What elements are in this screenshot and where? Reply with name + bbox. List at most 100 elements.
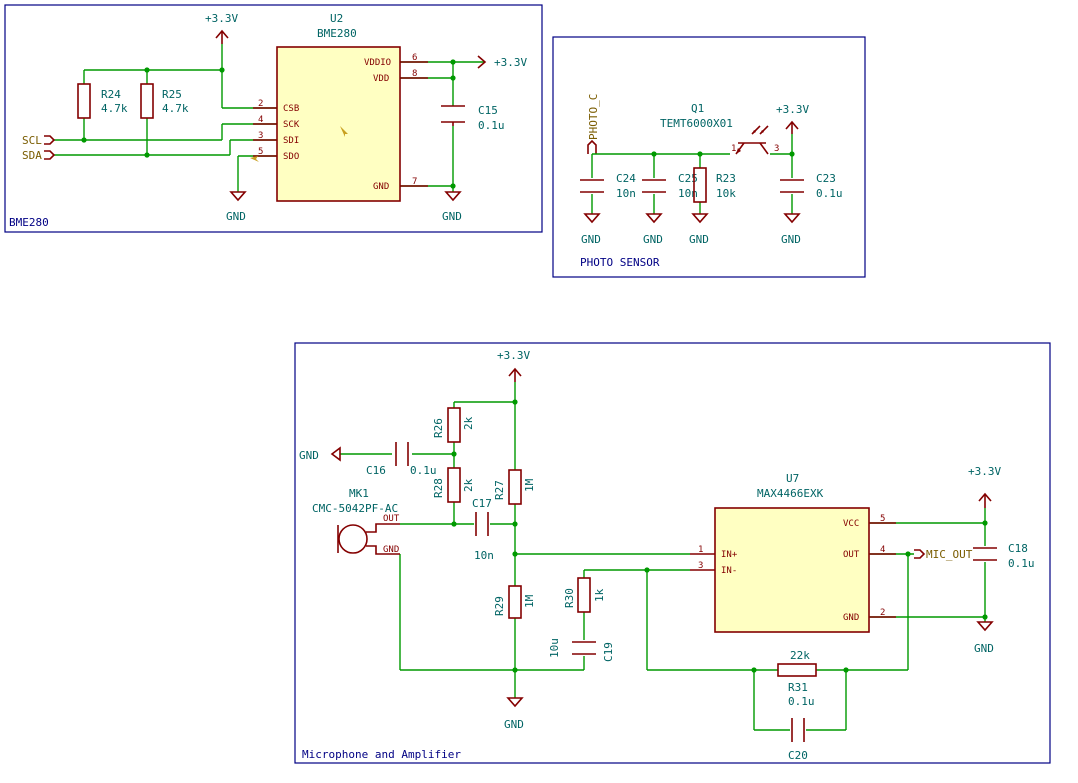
- svg-text:0.1u: 0.1u: [788, 695, 815, 708]
- svg-text:+3.3V: +3.3V: [497, 349, 530, 362]
- svg-text:0.1u: 0.1u: [410, 464, 437, 477]
- svg-text:0.1u: 0.1u: [816, 187, 843, 200]
- svg-text:8: 8: [412, 69, 417, 79]
- microphone-mk1[interactable]: MK1 CMC-5042PF-AC OUT GND: [312, 487, 400, 555]
- svg-text:C18: C18: [1008, 542, 1028, 555]
- svg-text:IN+: IN+: [721, 550, 738, 560]
- gnd-c15: GND: [442, 191, 462, 223]
- svg-text:GND: GND: [383, 545, 399, 555]
- svg-text:C17: C17: [472, 497, 492, 510]
- label-scl: SCL: [22, 134, 56, 147]
- svg-text:1: 1: [731, 144, 736, 154]
- capacitor-c18[interactable]: C18 0.1u: [973, 542, 1035, 570]
- svg-text:GND: GND: [226, 210, 246, 223]
- svg-text:GND: GND: [974, 642, 994, 655]
- capacitor-c24[interactable]: C24 10n: [580, 172, 636, 200]
- svg-text:GND: GND: [504, 718, 524, 731]
- svg-text:GND: GND: [442, 210, 462, 223]
- capacitor-c19[interactable]: C19 10u: [548, 638, 615, 662]
- gnd-c18: GND: [974, 621, 994, 655]
- svg-text:C19: C19: [602, 642, 615, 662]
- svg-text:TEMT6000X01: TEMT6000X01: [660, 117, 733, 130]
- svg-text:10n: 10n: [474, 549, 494, 562]
- svg-text:R28: R28: [432, 478, 445, 498]
- svg-text:10n: 10n: [616, 187, 636, 200]
- svg-text:R23: R23: [716, 172, 736, 185]
- capacitor-c17[interactable]: C17 10n: [472, 497, 494, 562]
- svg-text:2k: 2k: [462, 416, 475, 430]
- resistor-r23[interactable]: R23 10k: [693, 167, 736, 203]
- svg-text:C23: C23: [816, 172, 836, 185]
- cursor-marker-icon: [250, 126, 348, 162]
- svg-text:R30: R30: [563, 588, 576, 608]
- svg-text:2k: 2k: [462, 478, 475, 492]
- svg-text:SDA: SDA: [22, 149, 42, 162]
- svg-text:GND: GND: [843, 613, 859, 623]
- svg-text:10n: 10n: [678, 187, 698, 200]
- svg-text:3: 3: [698, 561, 703, 571]
- svg-text:IN-: IN-: [721, 566, 737, 576]
- svg-text:GND: GND: [689, 233, 709, 246]
- svg-text:GND: GND: [781, 233, 801, 246]
- svg-text:R29: R29: [493, 596, 506, 616]
- capacitor-c23[interactable]: C23 0.1u: [780, 172, 843, 200]
- label-mic-out: MIC_OUT: [914, 548, 973, 561]
- capacitor-c15[interactable]: C15 0.1u: [441, 104, 505, 132]
- frame-label-photo-sensor: PHOTO SENSOR: [580, 256, 660, 269]
- label-photo-c: PHOTO_C: [587, 94, 600, 154]
- photo-wires: [591, 134, 793, 214]
- svg-text:+3.3V: +3.3V: [968, 465, 1001, 478]
- frame-label-bme280: BME280: [9, 216, 49, 229]
- svg-text:U2: U2: [330, 12, 343, 25]
- svg-text:0.1u: 0.1u: [1008, 557, 1035, 570]
- bme-junctions: [81, 59, 456, 189]
- svg-text:R26: R26: [432, 418, 445, 438]
- resistor-r29[interactable]: R29 1M: [493, 585, 536, 619]
- svg-text:4.7k: 4.7k: [162, 102, 189, 115]
- power-3v3-bme: +3.3V: [205, 12, 238, 44]
- resistor-r25[interactable]: R25 4.7k: [140, 83, 189, 119]
- svg-text:SDI: SDI: [283, 136, 299, 146]
- svg-text:VDDIO: VDDIO: [364, 58, 391, 68]
- svg-text:10k: 10k: [716, 187, 736, 200]
- svg-text:OUT: OUT: [383, 514, 400, 524]
- resistor-r24[interactable]: R24 4.7k: [77, 83, 128, 119]
- svg-text:0.1u: 0.1u: [478, 119, 505, 132]
- svg-text:MAX4466EXK: MAX4466EXK: [757, 487, 824, 500]
- power-3v3-mic: +3.3V: [497, 349, 530, 382]
- svg-text:C24: C24: [616, 172, 636, 185]
- svg-text:R24: R24: [101, 88, 121, 101]
- svg-text:1M: 1M: [523, 478, 536, 492]
- photo-junctions: [651, 151, 795, 157]
- bme-wires: [54, 44, 485, 192]
- phototransistor-q1[interactable]: Q1 TEMT6000X01 1 3: [660, 102, 779, 155]
- capacitor-c25[interactable]: C25 10n: [642, 172, 698, 200]
- svg-text:10u: 10u: [548, 638, 561, 658]
- svg-text:PHOTO_C: PHOTO_C: [587, 94, 600, 140]
- svg-text:5: 5: [258, 147, 263, 157]
- svg-text:2: 2: [258, 99, 263, 109]
- svg-text:VDD: VDD: [373, 74, 389, 84]
- svg-text:SCK: SCK: [283, 120, 300, 130]
- capacitor-c16[interactable]: C16 0.1u: [366, 442, 437, 477]
- ic-u7-max4466[interactable]: U7 MAX4466EXK 1 3 IN+ IN- 5 4 2 VCC OUT …: [690, 472, 896, 633]
- mic-junctions: [451, 399, 988, 673]
- resistor-r30[interactable]: R30 1k: [563, 577, 606, 613]
- svg-text:C25: C25: [678, 172, 698, 185]
- ic-u2-bme280[interactable]: U2 BME280 2 4 3 5 CSB SCK SDI SDO 6 8 7 …: [253, 12, 428, 202]
- svg-text:+3.3V: +3.3V: [494, 56, 527, 69]
- svg-text:SDO: SDO: [283, 152, 299, 162]
- resistor-r28[interactable]: R28 2k: [432, 467, 475, 503]
- resistor-r31[interactable]: 22k R31: [777, 649, 817, 694]
- resistor-r27[interactable]: R27 1M: [493, 469, 536, 505]
- svg-text:BME280: BME280: [317, 27, 357, 40]
- svg-text:3: 3: [774, 144, 779, 154]
- frame-photo-sensor: [552, 36, 866, 278]
- resistor-r26[interactable]: R26 2k: [432, 407, 475, 443]
- gnd-c16: GND: [299, 446, 341, 462]
- label-sda: SDA: [22, 149, 56, 162]
- svg-text:MIC_OUT: MIC_OUT: [926, 548, 973, 561]
- svg-text:SCL: SCL: [22, 134, 42, 147]
- capacitor-c20[interactable]: 0.1u C20: [788, 695, 815, 762]
